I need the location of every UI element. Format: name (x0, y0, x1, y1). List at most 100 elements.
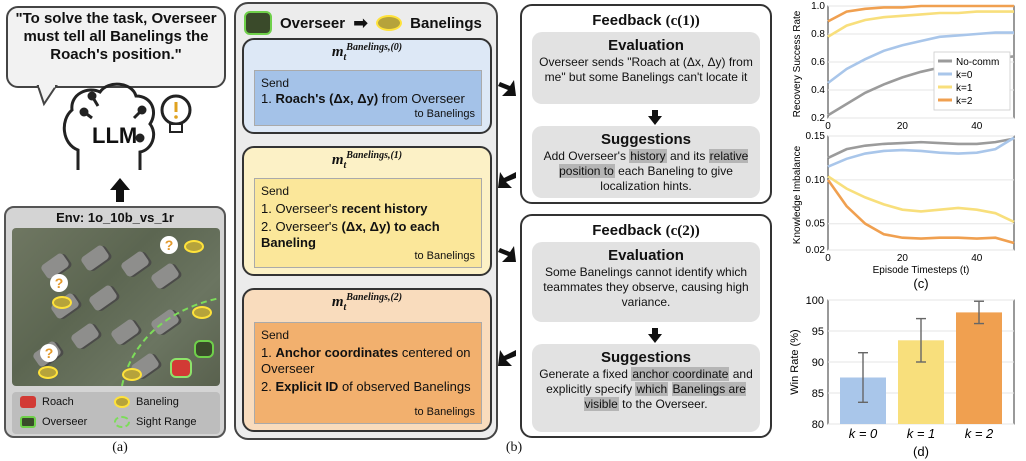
x-tick-label: 20 (897, 121, 909, 132)
message-content-2: Send 1. Anchor coordinates centered on O… (254, 322, 482, 424)
y-tick-label: 85 (812, 388, 824, 400)
message-content-0: Send 1. Roach's (Δx, Δy) from Overseer t… (254, 70, 482, 126)
y-tick-label: 0.05 (806, 219, 826, 230)
send-label: Send (261, 184, 290, 198)
message-title-2: mtBanelings,(2) (331, 292, 403, 313)
legend-baneling: Baneling (136, 396, 179, 408)
suggestions-title: Suggestions (600, 131, 691, 148)
caption-a: (a) (112, 440, 128, 455)
x-tick-label: 20 (897, 253, 909, 264)
down-arrow-icon (648, 110, 662, 125)
environment-panel: Env: 1o_10b_vs_1r ? ? ? Roach Baneling O… (4, 206, 226, 438)
y-tick-label: 0.4 (811, 85, 825, 96)
suggestions-title: Suggestions (600, 349, 691, 366)
send-label: Send (261, 328, 290, 342)
suggestions-box-2: Suggestions Generate a fixed anchor coor… (532, 344, 760, 432)
evaluation-title: Evaluation (608, 37, 684, 54)
caption-c: (c) (913, 276, 928, 291)
legend-label: k=0 (956, 70, 973, 81)
overseer-icon (194, 340, 214, 358)
x-tick-label: 0 (825, 121, 831, 132)
evaluation-box-2: Evaluation Some Banelings cannot identif… (532, 242, 760, 322)
message-box-2: mtBanelings,(2) Send 1. Anchor coordinat… (242, 288, 492, 432)
to-banelings: to Banelings (414, 108, 475, 120)
task-quote-bubble: "To solve the task, Overseer must tell a… (6, 6, 226, 88)
y-tick-label: 80 (812, 419, 824, 431)
evaluation-title: Evaluation (608, 247, 684, 264)
roach-icon (170, 358, 192, 378)
feedback-title-1: Feedback (c(1)) (592, 12, 700, 29)
y-tick-label: 90 (812, 357, 824, 369)
series-line-No-comm (827, 137, 1015, 160)
series-line-k=1 (827, 10, 1014, 38)
message-header: Overseer ➡ Banelings (244, 10, 494, 36)
baneling-icon (192, 306, 212, 319)
y-tick-label: 0.8 (811, 29, 825, 40)
message-title-0: mtBanelings,(0) (331, 42, 403, 63)
message-content-1: Send 1. Overseer's recent history 2. Ove… (254, 178, 482, 268)
y-axis-label: Recovery Success Rate (792, 10, 803, 117)
y-tick-label: 95 (812, 326, 824, 338)
y-tick-label: 0.6 (811, 57, 825, 68)
caption-d: (d) (913, 444, 929, 459)
legend-label: No-comm (956, 57, 999, 68)
y-tick-label: 0.02 (806, 245, 826, 256)
baneling-icon (38, 366, 58, 379)
speech-tail-icon (36, 85, 58, 107)
feedback-title-2: Feedback (c(2)) (592, 222, 700, 239)
y-axis-label: Knowledge Imbalance (792, 145, 803, 244)
y-tick-label: 1.0 (811, 1, 825, 12)
arrow-left-down-icon (498, 350, 516, 366)
question-icon: ? (160, 236, 178, 254)
x-tick-label: k = 2 (965, 426, 994, 441)
x-tick-label: 40 (971, 253, 983, 264)
legend-overseer: Overseer (42, 416, 88, 428)
up-arrow-icon (110, 178, 130, 202)
x-tick-label: k = 0 (849, 426, 878, 441)
right-arrow-icon: ➡ (353, 12, 369, 33)
env-title: Env: 1o_10b_vs_1r (56, 210, 174, 225)
message-panel: Overseer ➡ Banelings mtBanelings,(0) Sen… (234, 2, 498, 440)
overseer-icon (244, 11, 272, 35)
baneling-icon (184, 240, 204, 253)
baneling-icon (114, 396, 130, 408)
suggestions-text: Add Overseer's history and its relative … (543, 149, 749, 193)
arrow-right-down-icon (498, 246, 516, 262)
sight-range-icon (114, 416, 130, 428)
legend-label: k=2 (956, 96, 973, 107)
arrow-left-down-icon (498, 172, 516, 188)
y-tick-label: 100 (806, 295, 824, 307)
y-axis-label: Win Rate (%) (789, 329, 801, 394)
roach-icon (20, 396, 36, 408)
evaluation-text: Some Banelings cannot identify which tea… (543, 265, 749, 309)
caption-b: (b) (505, 440, 523, 455)
evaluation-text: Overseer sends "Roach at (Δx, Δy) from m… (539, 55, 753, 84)
x-axis-label: Episode Timesteps (t) (873, 265, 970, 276)
map-legend: Roach Baneling Overseer Sight Range (12, 392, 220, 434)
series-line-k=1 (827, 175, 1015, 224)
evaluation-box-1: Evaluation Overseer sends "Roach at (Δx,… (532, 32, 760, 104)
baneling-icon (376, 15, 403, 31)
question-icon: ? (40, 344, 58, 362)
x-tick-label: 0 (825, 253, 831, 264)
lightbulb-icon (160, 94, 192, 133)
baneling-icon (52, 296, 72, 309)
message-title-1: mtBanelings,(1) (331, 150, 403, 171)
task-quote-text: "To solve the task, Overseer must tell a… (15, 10, 217, 63)
arrow-right-down-icon (498, 80, 516, 96)
x-tick-label: k = 1 (907, 426, 936, 441)
flow-arrows (498, 80, 516, 366)
header-from: Overseer (280, 14, 346, 32)
x-tick-label: 40 (971, 121, 983, 132)
legend-roach: Roach (42, 396, 74, 408)
series-line-k=0 (827, 31, 1014, 85)
series-line-k=0 (827, 136, 1015, 168)
to-banelings: to Banelings (414, 406, 475, 418)
to-banelings: to Banelings (414, 250, 475, 262)
llm-label: LLM (92, 123, 137, 148)
brain-head-icon (62, 82, 156, 170)
overseer-icon (20, 416, 36, 428)
question-icon: ? (50, 274, 68, 292)
legend-sight-range: Sight Range (136, 416, 197, 428)
